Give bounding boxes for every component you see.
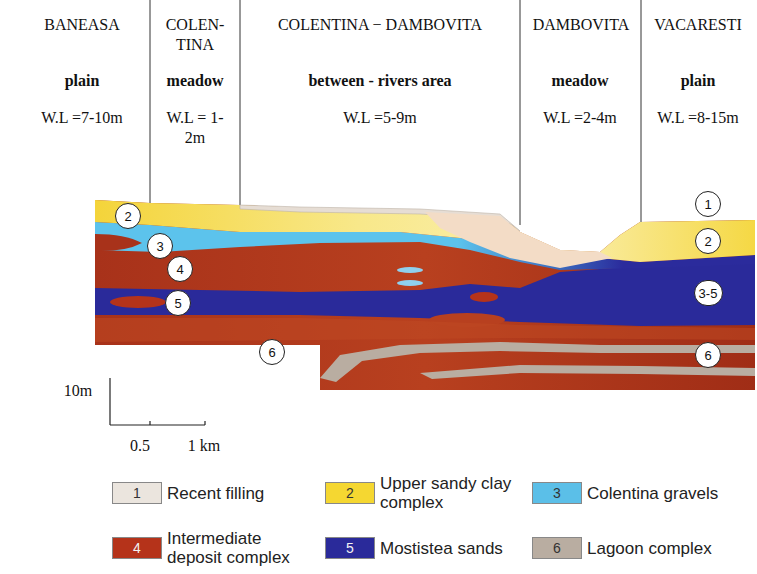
water-level: W.L =7-10m [41, 108, 123, 128]
red-lens [470, 292, 498, 302]
place-name: DAMBOVITA [533, 15, 630, 35]
scale-label: 10m [64, 382, 92, 400]
callout-number: 3 [156, 239, 163, 254]
recent-filling [425, 212, 612, 268]
legend-swatch: 2 [325, 482, 375, 504]
legend-swatch: 1 [112, 482, 162, 504]
legend-swatch: 4 [112, 537, 162, 559]
callout-circle: 2 [695, 228, 721, 254]
legend-text: Colentina gravels [587, 484, 747, 503]
legend-number: 3 [553, 485, 561, 501]
callout-circle: 5 [165, 290, 191, 316]
legend-number: 1 [133, 485, 141, 501]
relief-type: plain [65, 72, 100, 90]
legend-swatch: 3 [532, 482, 582, 504]
column-dividers [150, 0, 641, 225]
callout-circle: 3 [147, 233, 173, 259]
scale-label: 1 km [188, 437, 220, 455]
callout-number: 6 [268, 345, 275, 360]
callout-number: 4 [176, 262, 183, 277]
water-level: W.L =8-15m [657, 108, 739, 128]
relief-type: between - rivers area [308, 72, 451, 90]
legend-number: 2 [346, 485, 354, 501]
legend-text: Intermediate deposit complex [167, 529, 307, 567]
mostistea-sands [95, 262, 755, 326]
water-level: W.L = 1-2m [164, 108, 226, 148]
red-lens [110, 296, 166, 308]
callout-number: 6 [704, 348, 711, 363]
place-name: COLENTINA − DAMBOVITA [278, 15, 482, 35]
legend-number: 5 [346, 540, 354, 556]
relief-type: meadow [552, 72, 609, 90]
legend-text: Upper sandy clay complex [380, 474, 520, 512]
legend-text: Lagoon complex [587, 539, 747, 558]
callout-circle: 6 [259, 339, 285, 365]
callout-number: 1 [704, 197, 711, 212]
red-lens [95, 234, 142, 251]
blue-lens [397, 267, 423, 273]
legend-number: 6 [553, 540, 561, 556]
water-level: W.L =2-4m [543, 108, 617, 128]
callout-circle: 4 [167, 256, 193, 282]
place-name: BANEASA [44, 15, 120, 35]
water-level: W.L =5-9m [343, 108, 417, 128]
legend-text: Mostistea sands [380, 539, 520, 558]
legend-text: Recent filling [167, 484, 307, 503]
legend-swatch: 5 [325, 537, 375, 559]
place-name: VACARESTI [654, 15, 742, 35]
place-name: COLEN- TINA [160, 15, 230, 55]
legend-swatch: 6 [532, 537, 582, 559]
relief-type: meadow [167, 72, 224, 90]
callout-circle: 3-5 [694, 280, 723, 306]
lagoon-complex [320, 342, 755, 382]
callout-number: 2 [704, 234, 711, 249]
callout-circle: 2 [115, 203, 141, 229]
callout-number: 2 [124, 209, 131, 224]
intermediate-deposit [95, 200, 755, 390]
blue-lens [397, 280, 423, 286]
scale-bar [110, 378, 205, 425]
callout-circle: 6 [695, 342, 721, 368]
legend-number: 4 [133, 540, 141, 556]
callout-circle: 1 [695, 191, 721, 217]
relief-type: plain [681, 72, 716, 90]
intermediate-deposit [95, 318, 755, 342]
callout-number: 3-5 [699, 286, 718, 301]
scale-label: 0.5 [130, 437, 150, 455]
callout-number: 5 [174, 296, 181, 311]
upper-sandy-clay [95, 200, 755, 262]
